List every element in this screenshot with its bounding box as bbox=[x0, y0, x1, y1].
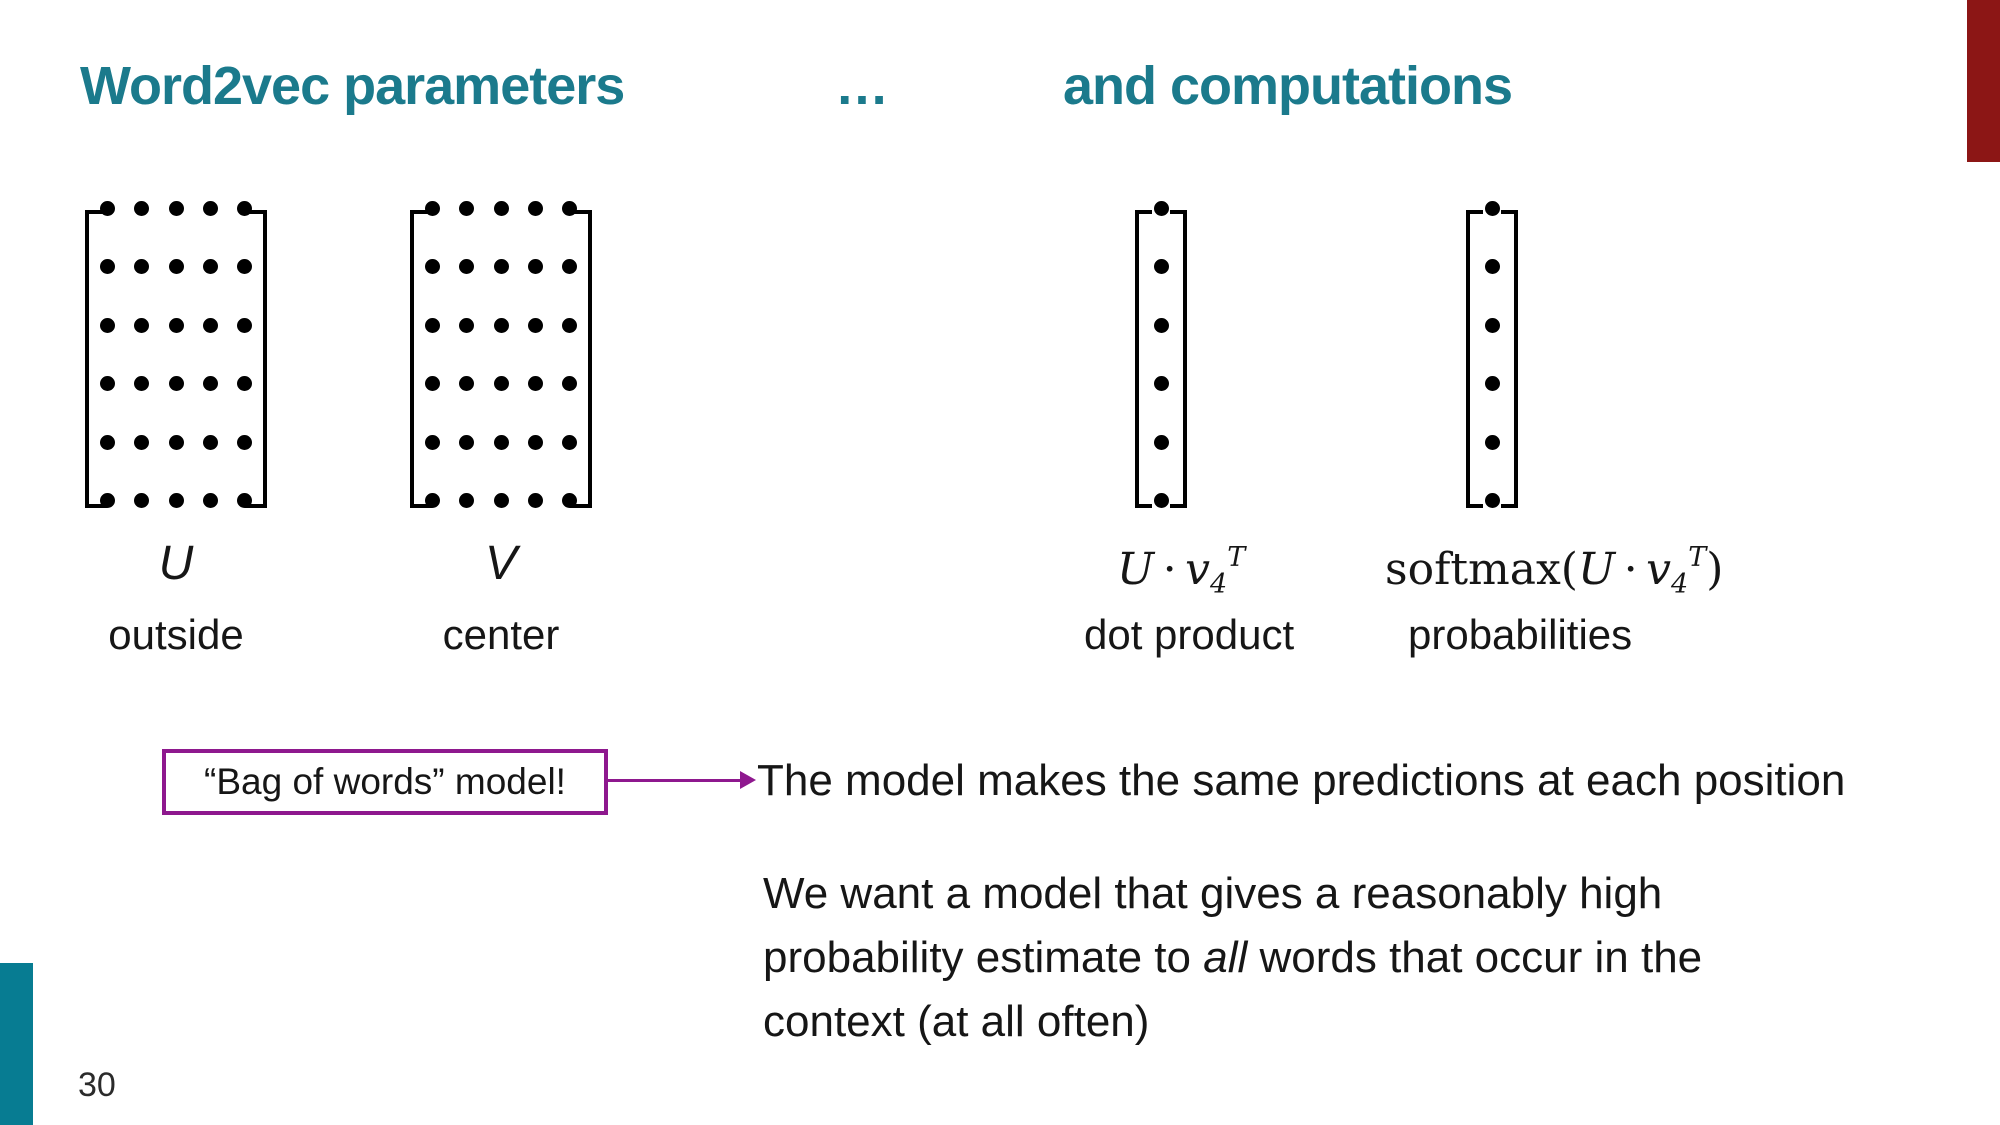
slide-title-right: and computations bbox=[1063, 56, 1513, 116]
teal-corner-bar bbox=[0, 963, 33, 1125]
right-bracket bbox=[1170, 210, 1187, 508]
dot-product-sublabel: dot product bbox=[1084, 611, 1295, 658]
paragraph-line-2: probability estimate to all words that o… bbox=[763, 926, 1702, 990]
math-transpose: T bbox=[1227, 542, 1246, 573]
paragraph-line-3: context (at all often) bbox=[763, 997, 1150, 1046]
bag-of-words-callout-box: “Bag of words” model! bbox=[162, 749, 608, 815]
matrix-V-dots bbox=[425, 201, 577, 508]
matrix-V-label: V bbox=[484, 537, 517, 590]
probabilities-sublabel: probabilities bbox=[1408, 611, 1633, 658]
red-corner-bar bbox=[1967, 0, 2000, 162]
softmax-vector-diagram bbox=[1466, 201, 1518, 508]
softmax-formula: softmax(U⋅v4T) bbox=[1385, 542, 1723, 604]
matrix-U-diagram bbox=[85, 201, 267, 508]
paragraph-line-2-post: words that occur in the bbox=[1247, 933, 1703, 982]
dot-product-vector-diagram bbox=[1135, 201, 1187, 508]
slide-title-ellipsis: … bbox=[835, 56, 889, 116]
math-close-paren: ) bbox=[1706, 544, 1724, 595]
same-predictions-text: The model makes the same predictions at … bbox=[757, 756, 1846, 805]
right-bracket bbox=[1501, 210, 1518, 508]
math-U: U bbox=[1577, 544, 1616, 595]
right-bracket bbox=[245, 210, 267, 508]
math-cdot: ⋅ bbox=[1623, 544, 1639, 595]
paragraph-line-2-italic: all bbox=[1203, 933, 1248, 982]
dot-product-formula: U⋅v4T bbox=[1117, 542, 1245, 604]
softmax-vector-dots bbox=[1470, 201, 1514, 508]
math-cdot: ⋅ bbox=[1162, 544, 1178, 595]
right-bracket bbox=[570, 210, 592, 508]
math-transpose: T bbox=[1688, 542, 1707, 573]
math-subscript: 4 bbox=[1210, 569, 1228, 600]
model-wish-paragraph: We want a model that gives a reasonably … bbox=[763, 862, 1702, 1054]
math-U: U bbox=[1117, 544, 1155, 595]
left-bracket bbox=[85, 210, 107, 508]
math-v: v bbox=[1646, 544, 1671, 595]
page-number: 30 bbox=[78, 1066, 116, 1104]
math-softmax-open: softmax( bbox=[1385, 544, 1578, 595]
left-bracket bbox=[1466, 210, 1483, 508]
matrix-V-sublabel: center bbox=[442, 611, 560, 658]
matrix-U-dots bbox=[100, 201, 252, 508]
left-bracket bbox=[410, 210, 432, 508]
paragraph-line-2-pre: probability estimate to bbox=[763, 933, 1204, 982]
left-bracket bbox=[1135, 210, 1152, 508]
bag-of-words-label: “Bag of words” model! bbox=[204, 761, 566, 802]
math-v: v bbox=[1185, 544, 1211, 595]
math-subscript: 4 bbox=[1671, 569, 1689, 600]
callout-arrow-line bbox=[608, 779, 742, 782]
matrix-U-sublabel: outside bbox=[108, 611, 244, 658]
paragraph-line-1: We want a model that gives a reasonably … bbox=[763, 869, 1663, 918]
callout-arrow-head-icon bbox=[740, 771, 756, 789]
slide-title-left: Word2vec parameters bbox=[80, 56, 625, 116]
matrix-U-label: U bbox=[158, 537, 194, 590]
matrix-V-diagram bbox=[410, 201, 592, 508]
dot-product-vector-dots bbox=[1139, 201, 1183, 508]
